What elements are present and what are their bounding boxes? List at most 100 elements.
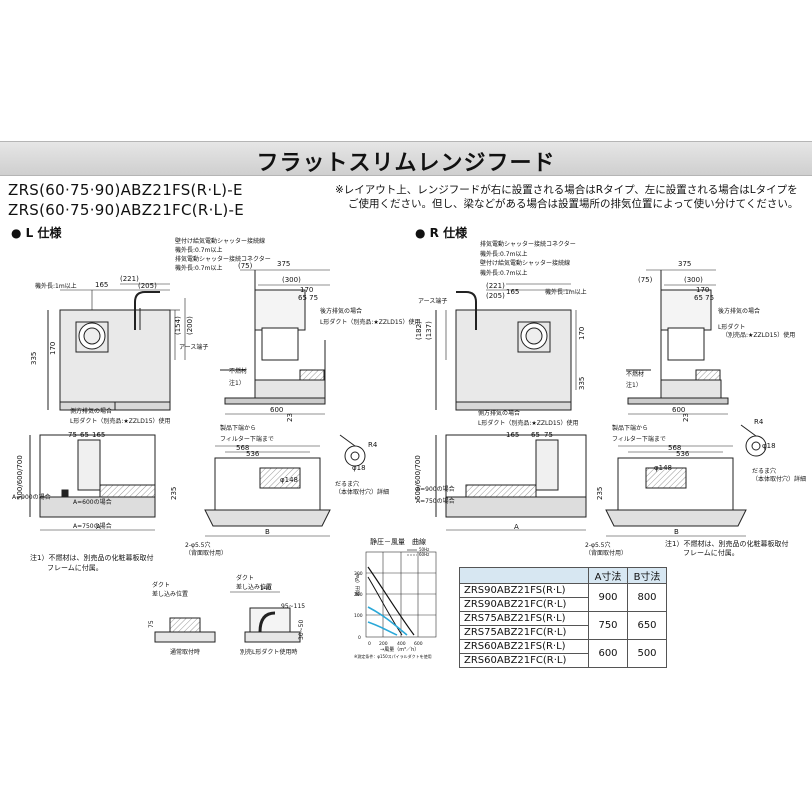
svg-text:(205): (205) — [486, 292, 505, 300]
table-cell-model: ZRS90ABZ21FC(R·L) — [459, 597, 589, 612]
svg-text:R4: R4 — [368, 441, 378, 449]
l-elevation-view — [204, 445, 331, 537]
svg-text:600: 600 — [270, 406, 283, 414]
svg-text:75: 75 — [148, 620, 155, 628]
r-label-outside-len-1: 機外長:0.7m以上 — [480, 251, 528, 258]
footnote-right-line-2: フレームに付属。 — [683, 549, 739, 557]
svg-text:165: 165 — [92, 431, 105, 439]
svg-text:235: 235 — [170, 487, 178, 500]
table-cell-b: 500 — [627, 639, 667, 668]
svg-text:30~50: 30~50 — [298, 620, 305, 640]
svg-text:500/600/700: 500/600/700 — [414, 455, 422, 500]
svg-text:335: 335 — [30, 352, 38, 365]
l-top-view — [47, 283, 186, 411]
duct-label-normal: 通常取付時 — [170, 649, 201, 656]
layout-note-line-2: ご使用ください。但し、梁などがある場合は設置場所の排気位置によって使い分けてくだ… — [348, 198, 799, 210]
r-label-outside-len-2: 機外長:0.7m以上 — [480, 270, 528, 277]
table-cell-model: ZRS60ABZ21FS(R·L) — [459, 639, 589, 654]
l-label-non-combustible: 不燃材 — [229, 368, 248, 375]
r-label-note1: 注1） — [626, 382, 642, 389]
table-cell-a: 900 — [588, 583, 628, 612]
fan-chart-ylabel: 静圧（Pa） — [355, 570, 361, 596]
r-label-l-duct-note: （別売品:★ZZLD15）使用 — [722, 332, 796, 339]
dimension-table: A寸法 B寸法 ZRS90ABZ21FS(R·L) 900 800 ZRS90A… — [459, 567, 667, 668]
svg-text:75: 75 — [544, 431, 553, 439]
l-label-filter-bottom: フィルター下端まで — [220, 436, 274, 443]
svg-text:375: 375 — [277, 260, 290, 268]
svg-text:170: 170 — [300, 286, 313, 294]
r-label-side-exhaust: 側方排気の場合 — [478, 410, 521, 417]
footnote-left-line-1: 注1）不燃材は、別売品の化粧幕板取付 — [30, 554, 154, 562]
r-elevation-view — [605, 445, 747, 537]
l-label-hole-note: （背面取付用） — [185, 550, 228, 557]
table-header-b: B寸法 — [627, 567, 667, 584]
r-label-hang-hole-note: （本体取付穴）詳細 — [752, 476, 807, 483]
duct-label-insert-1: 差し込み位置 — [152, 591, 189, 598]
svg-text:600: 600 — [672, 406, 685, 414]
svg-text:95~115: 95~115 — [281, 603, 305, 610]
svg-text:23: 23 — [682, 413, 690, 422]
r-top-view — [435, 283, 577, 411]
l-label-hang-hole-note: （本体取付穴）詳細 — [335, 489, 390, 496]
table-header-a: A寸法 — [588, 567, 628, 584]
r-label-a750: A=750の場合 — [416, 498, 455, 505]
fan-chart-legend-60: 60Hz — [419, 552, 430, 557]
table-cell-b: 650 — [627, 611, 667, 640]
l-label-side-exhaust: 側方排気の場合 — [70, 408, 113, 415]
svg-text:0: 0 — [368, 641, 371, 647]
svg-text:65: 65 — [531, 431, 540, 439]
table-cell-b: 800 — [627, 583, 667, 612]
l-label-a600: A=600の場合 — [73, 499, 112, 506]
table-cell-model: ZRS60ABZ21FC(R·L) — [459, 653, 589, 668]
svg-text:170: 170 — [578, 327, 586, 340]
l-label-outside-len-3: 機外長:1m以上 — [35, 283, 77, 290]
svg-text:φ18: φ18 — [352, 464, 366, 472]
svg-text:335: 335 — [578, 377, 586, 390]
svg-text:φ18: φ18 — [762, 442, 776, 450]
table-header-row: A寸法 B寸法 — [459, 567, 667, 584]
svg-text:536: 536 — [676, 450, 690, 458]
svg-text:A: A — [514, 523, 519, 531]
svg-text:(75): (75) — [238, 262, 253, 270]
r-label-non-combustible: 不燃材 — [626, 371, 645, 378]
duct-detail-drawing: 140 95~115 75 30~50 — [148, 585, 305, 643]
table-row: ZRS60ABZ21FC(R·L) — [459, 653, 667, 668]
svg-text:100: 100 — [354, 613, 363, 619]
duct-label-1: ダクト — [152, 582, 171, 589]
r-label-wall-shutter: 壁付け給気電動シャッター接続線 — [480, 260, 571, 267]
svg-text:65: 65 — [80, 431, 89, 439]
l-spec-heading: ● L 仕様 — [11, 226, 62, 240]
r-label-earth: アース端子 — [418, 298, 448, 305]
svg-text:400: 400 — [397, 641, 406, 647]
r-label-hole: 2-φ5.5穴 — [585, 542, 611, 549]
r-hang-hole-detail — [740, 424, 767, 457]
svg-text:φ148: φ148 — [654, 464, 672, 472]
svg-text:200: 200 — [354, 592, 363, 598]
svg-text:165: 165 — [506, 288, 519, 296]
r-label-hole-note: （背面取付用） — [585, 550, 628, 557]
duct-label-insert-2: 差し込み位置 — [236, 584, 273, 591]
l-label-hang-hole: だるま穴 — [335, 481, 360, 488]
r-side-view — [626, 269, 729, 415]
svg-text:568: 568 — [236, 444, 249, 452]
r-front-view — [435, 434, 587, 531]
table-header-model — [459, 567, 589, 584]
r-label-hang-hole: だるま穴 — [752, 468, 777, 475]
fan-chart-xlabel: →風量（m³／h） — [380, 647, 420, 653]
r-label-side-duct: L形ダクト（別売品:★ZZLD15）使用 — [478, 420, 579, 427]
svg-text:0: 0 — [358, 635, 361, 641]
r-label-rear-exhaust: 後方排気の場合 — [718, 308, 761, 315]
svg-text:(154): (154) — [174, 316, 182, 335]
l-label-outside-len-2: 機外長:0.7m以上 — [175, 265, 223, 272]
svg-text:165: 165 — [506, 431, 519, 439]
svg-text:(221): (221) — [486, 282, 505, 290]
svg-text:(200): (200) — [186, 316, 194, 335]
svg-text:300: 300 — [354, 571, 363, 577]
svg-text:(182): (182) — [415, 321, 423, 340]
l-label-note1: 注1） — [229, 380, 245, 387]
svg-text:(300): (300) — [684, 276, 703, 284]
r-label-exhaust-shutter: 排気電動シャッター接続コネクター — [480, 241, 576, 248]
